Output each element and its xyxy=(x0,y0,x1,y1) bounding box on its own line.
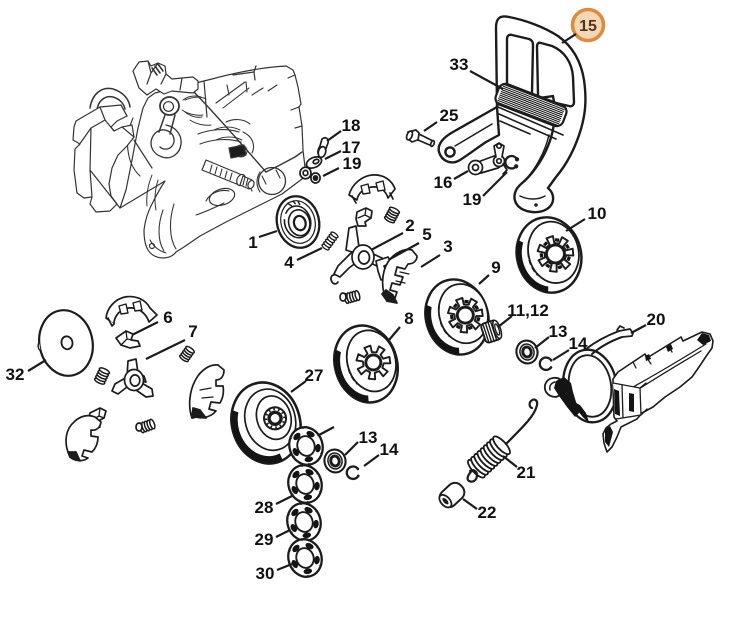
svg-text:11,12: 11,12 xyxy=(507,301,549,320)
svg-text:14: 14 xyxy=(569,334,588,353)
svg-text:18: 18 xyxy=(342,116,361,135)
svg-text:8: 8 xyxy=(404,309,413,328)
svg-text:19: 19 xyxy=(463,190,482,209)
svg-text:1: 1 xyxy=(248,233,257,252)
svg-text:27: 27 xyxy=(305,366,324,385)
svg-text:7: 7 xyxy=(188,322,197,341)
svg-text:25: 25 xyxy=(440,106,459,125)
svg-text:15: 15 xyxy=(579,18,597,35)
svg-text:32: 32 xyxy=(6,365,25,384)
svg-text:22: 22 xyxy=(478,503,497,522)
svg-text:29: 29 xyxy=(255,530,274,549)
svg-text:20: 20 xyxy=(647,310,666,329)
svg-text:10: 10 xyxy=(588,204,607,223)
svg-text:30: 30 xyxy=(256,564,275,583)
svg-text:14: 14 xyxy=(380,440,399,459)
svg-text:5: 5 xyxy=(422,225,431,244)
svg-text:2: 2 xyxy=(405,216,414,235)
svg-text:13: 13 xyxy=(359,428,378,447)
svg-text:3: 3 xyxy=(443,237,452,256)
svg-text:16: 16 xyxy=(434,173,453,192)
svg-text:9: 9 xyxy=(491,258,500,277)
svg-text:33: 33 xyxy=(450,55,469,74)
svg-text:21: 21 xyxy=(517,463,536,482)
svg-text:6: 6 xyxy=(163,308,172,327)
svg-text:13: 13 xyxy=(549,322,568,341)
svg-text:19: 19 xyxy=(343,154,362,173)
svg-text:28: 28 xyxy=(255,498,274,517)
svg-text:17: 17 xyxy=(342,138,361,157)
svg-text:4: 4 xyxy=(284,253,294,272)
